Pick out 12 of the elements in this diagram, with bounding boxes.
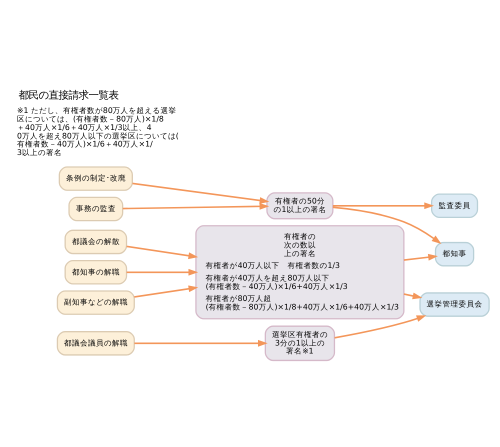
arrow: [134, 284, 198, 298]
diagram-title: 都民の直接請求一覧表: [18, 88, 118, 101]
arrow: [334, 314, 426, 338]
arrow: [403, 253, 438, 260]
arrow: [122, 202, 269, 210]
arrow: [332, 202, 434, 209]
arrow: [126, 268, 198, 276]
arrow: [126, 245, 198, 259]
arrow: [134, 339, 268, 346]
arrow: [332, 206, 441, 244]
arrow: [132, 182, 269, 204]
arrow: [403, 292, 422, 299]
